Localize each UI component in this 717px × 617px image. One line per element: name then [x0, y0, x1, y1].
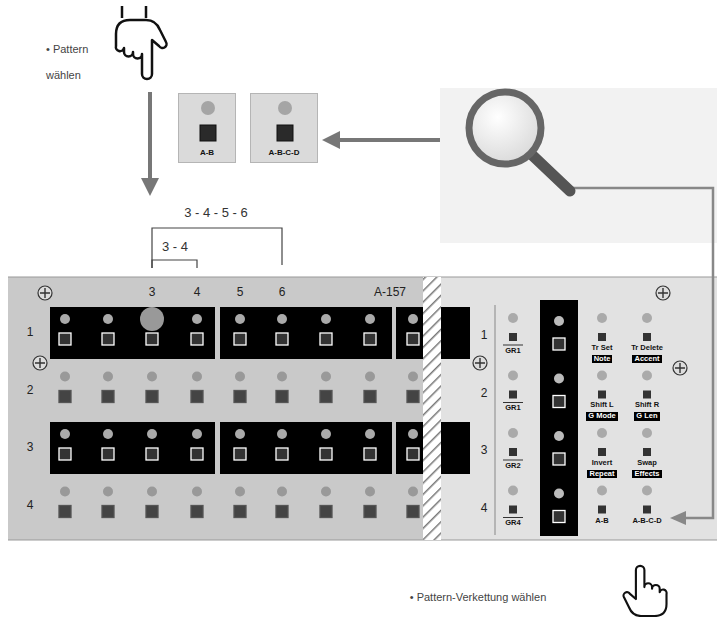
function-label: Shift L — [590, 401, 613, 409]
function-label: Invert — [592, 459, 612, 467]
group-label: GR1 — [505, 347, 520, 355]
group-label: GR1 — [505, 404, 520, 412]
group-label: GR4 — [505, 519, 520, 527]
function-label: Repeat — [587, 470, 616, 478]
function-label: Swap — [637, 459, 657, 467]
bracket — [152, 228, 282, 268]
arrow — [338, 138, 440, 142]
function-label: A-B — [595, 517, 608, 525]
module-name: A-157 — [374, 286, 406, 299]
function-label: Tr Delete — [631, 344, 663, 352]
button-label: A-B-C-D — [251, 148, 317, 157]
bracket — [152, 260, 197, 268]
column-number: 6 — [279, 286, 286, 299]
row-number: 4 — [27, 499, 34, 512]
column-number: 5 — [237, 286, 244, 299]
panel-right — [440, 277, 717, 540]
magnifier-handle — [531, 154, 570, 191]
backdrop — [440, 88, 717, 243]
zoom-button: A-B-C-D — [250, 93, 318, 163]
arrow-head — [141, 178, 159, 196]
arrow-head — [670, 511, 686, 525]
button-grid — [33, 277, 687, 540]
function-label: A-B-C-D — [632, 517, 661, 525]
function-label: G Len — [634, 412, 659, 420]
instruction-note: • Pattern wählen — [46, 36, 98, 88]
hand-icon — [116, 6, 167, 79]
row-number: 1 — [481, 329, 488, 342]
row-number: 1 — [27, 326, 34, 339]
function-label: Accent — [632, 355, 661, 363]
function-label: Note — [592, 355, 613, 363]
column-number: 4 — [194, 286, 201, 299]
range-label: 3 - 4 - 5 - 6 — [184, 206, 248, 220]
magnifier — [469, 92, 541, 164]
panel-left — [8, 277, 428, 540]
group-label: GR2 — [505, 462, 520, 470]
arrow — [148, 92, 152, 180]
row-number: 2 — [27, 384, 34, 397]
row-number: 2 — [481, 387, 488, 400]
row-number: 3 — [27, 441, 34, 454]
cut-hatch — [423, 277, 441, 540]
function-label: Shift R — [635, 401, 659, 409]
column-number: 3 — [149, 286, 156, 299]
row-number: 4 — [481, 502, 488, 515]
function-label: Tr Set — [592, 344, 613, 352]
function-label: G Mode — [586, 412, 618, 420]
arrow-head — [322, 131, 340, 149]
button-label: A-B — [179, 148, 235, 157]
instruction-note: • Pattern-Verkettung wählen — [410, 591, 547, 603]
leader-line — [566, 188, 713, 518]
function-label: Effects — [632, 470, 661, 478]
row-number: 3 — [481, 444, 488, 457]
range-label: 3 - 4 — [162, 240, 188, 254]
hand-icon — [624, 566, 667, 616]
zoom-button: A-B — [178, 93, 236, 163]
